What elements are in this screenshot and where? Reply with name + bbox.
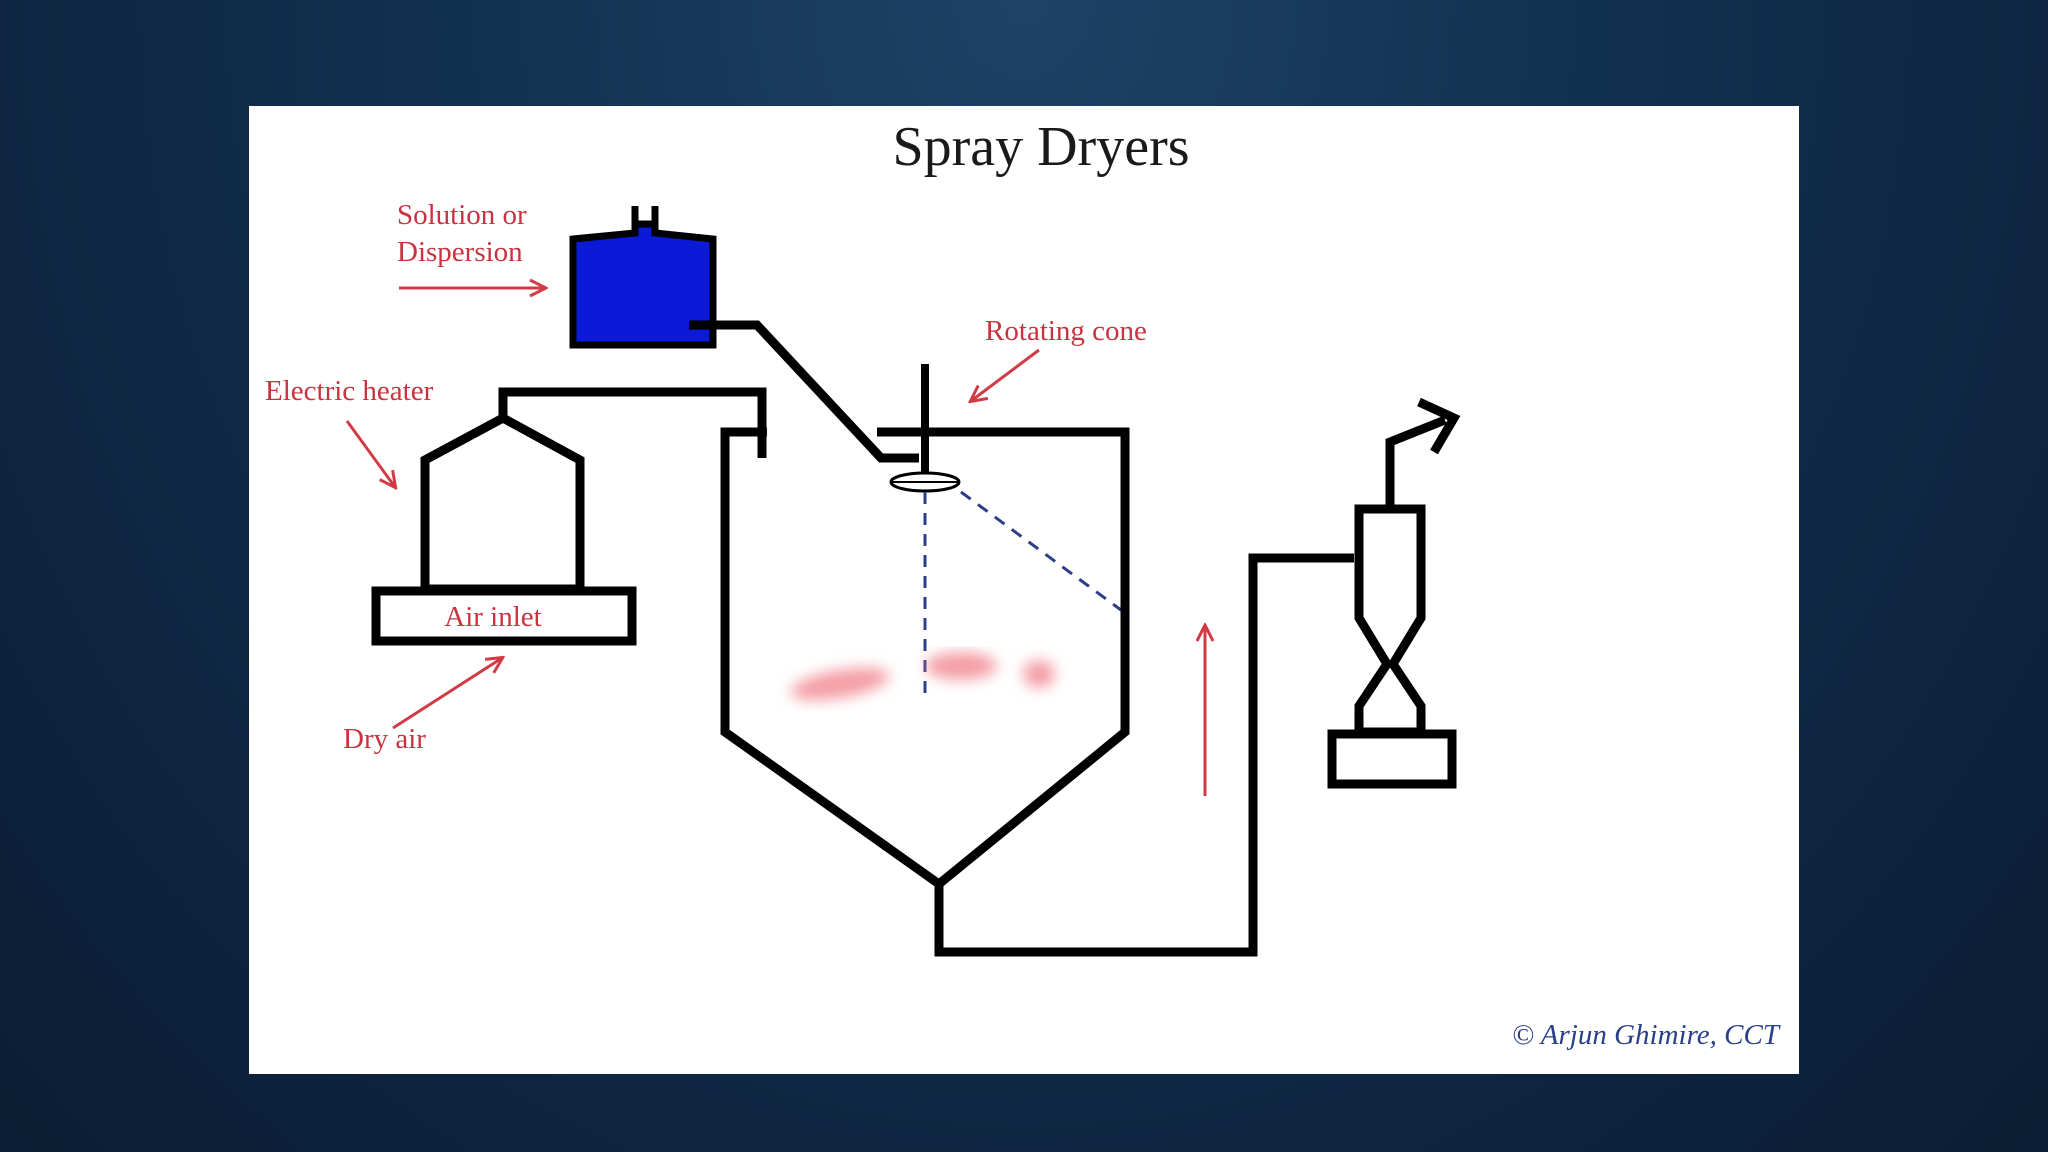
slide-panel: Spray Dryers Solution or Dispersion Rota… — [249, 106, 1799, 1074]
solution-label-line1: Solution or — [397, 199, 527, 231]
hot-air-pipe — [498, 387, 767, 458]
air-inlet-label: Air inlet — [444, 601, 541, 633]
credit-text: © Arjun Ghimire, CCT — [1512, 1019, 1781, 1051]
rotating-cone-label: Rotating cone — [985, 315, 1147, 347]
electric-heater-arrow — [345, 420, 395, 487]
electric-heater — [420, 412, 585, 594]
feed-tank — [569, 206, 717, 349]
feed-pipe — [689, 320, 919, 463]
spray-droplets — [790, 652, 1055, 701]
outlet-duct — [934, 553, 1354, 957]
diagram-title: Spray Dryers — [892, 116, 1189, 178]
electric-heater-label: Electric heater — [265, 375, 434, 407]
spray-line-diagonal — [960, 490, 1122, 612]
solution-label-line2: Dispersion — [397, 236, 523, 268]
rotating-cone-arrow — [971, 348, 1040, 401]
dry-air-arrow — [392, 658, 502, 730]
cyclone-separator — [1327, 397, 1461, 789]
dry-air-label: Dry air — [343, 723, 426, 755]
air-inlet-box — [371, 586, 637, 646]
spray-dryer-diagram: Spray Dryers Solution or Dispersion Rota… — [265, 116, 1781, 1051]
